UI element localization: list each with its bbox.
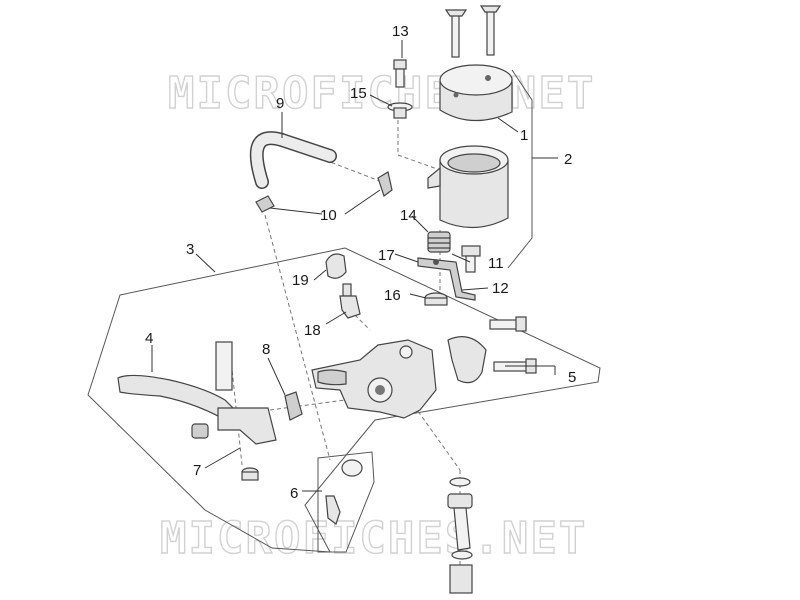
nut-16	[424, 292, 448, 306]
spring-14	[427, 231, 451, 253]
callout-2: 2	[564, 151, 572, 168]
callout-12: 12	[492, 280, 509, 297]
boot-19	[325, 253, 347, 279]
callout-6: 6	[290, 485, 298, 502]
frame-group-6	[317, 451, 375, 553]
callout-15: 15	[350, 85, 367, 102]
callout-13: 13	[392, 23, 409, 40]
callout-14: 14	[400, 207, 417, 224]
adjuster-8	[284, 391, 303, 421]
bleeder-18	[339, 283, 361, 319]
pivot-bracket-7	[191, 341, 277, 481]
watermark-bottom: MICROFICHES.NET	[160, 513, 587, 564]
callout-19: 19	[292, 272, 309, 289]
callout-18: 18	[304, 322, 321, 339]
callout-4: 4	[145, 330, 153, 347]
banjo-bolt-stack	[447, 477, 473, 594]
master-cylinder-body	[311, 339, 437, 419]
callout-3: 3	[186, 241, 194, 258]
reservoir-cap-1	[439, 64, 513, 122]
callout-17: 17	[378, 247, 395, 264]
hose-9-inner	[251, 132, 336, 188]
fitting-6	[325, 459, 363, 525]
leader-lines	[151, 40, 558, 492]
bolt-11	[461, 245, 481, 273]
hose-clamps-10	[255, 171, 393, 213]
callout-1: 1	[520, 127, 528, 144]
reservoir-body-2	[427, 145, 509, 229]
frame-group-2	[507, 69, 533, 269]
washer-15	[387, 102, 413, 119]
callout-labels: 1 2 3 4 5 6 7 8 9 10 11 12 13 14 15 16 1…	[145, 23, 576, 502]
callout-9: 9	[276, 95, 284, 112]
bracket-12	[417, 257, 476, 301]
clamp-5	[447, 316, 537, 384]
screws-13	[393, 5, 502, 88]
callout-11: 11	[488, 255, 504, 272]
callout-5: 5	[568, 369, 576, 386]
callout-10: 10	[320, 207, 337, 224]
callout-7: 7	[193, 462, 201, 479]
callout-8: 8	[262, 341, 270, 358]
watermark-top: MICROFICHES.NET	[168, 68, 595, 119]
callout-16: 16	[384, 287, 401, 304]
